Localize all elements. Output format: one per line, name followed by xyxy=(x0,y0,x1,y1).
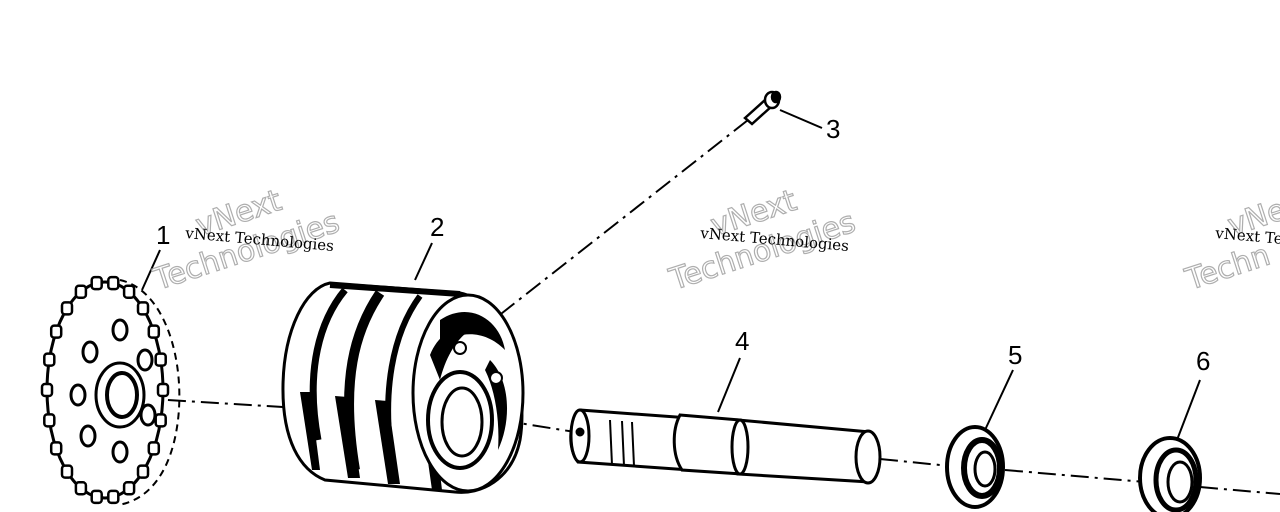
leader-lines xyxy=(141,109,1201,441)
callout-5: 5 xyxy=(1008,340,1022,370)
callout-6: 6 xyxy=(1196,346,1210,376)
callout-1: 1 xyxy=(156,220,170,250)
watermark-3: vNe Techn vNext Tec xyxy=(1180,192,1280,299)
sprocket-tooth xyxy=(74,284,88,300)
sprocket-tooth xyxy=(122,480,136,496)
sprocket-tooth xyxy=(60,464,74,479)
watermark-1: vNext Technologies vNext Technologies xyxy=(148,183,344,299)
sprocket-tooth xyxy=(49,441,63,456)
sprocket-tooth xyxy=(147,441,161,456)
sprocket-tooth xyxy=(136,301,150,316)
sprocket-tooth xyxy=(49,324,63,339)
sprocket-tooth xyxy=(40,382,54,398)
part-4-shaft xyxy=(569,408,882,485)
part-5-bearing xyxy=(945,425,1005,509)
sprocket-tooth xyxy=(107,275,120,291)
sprocket-tooth xyxy=(90,489,103,505)
callout-2: 2 xyxy=(430,212,444,242)
sprocket-tooth xyxy=(43,352,56,367)
sprocket-tooth xyxy=(147,324,161,339)
part-6-seal xyxy=(1138,436,1202,512)
callout-4: 4 xyxy=(735,326,749,356)
callout-3: 3 xyxy=(826,114,840,144)
sprocket-tooth xyxy=(74,480,88,496)
sprocket-tooth xyxy=(60,301,74,316)
sprocket-tooth xyxy=(90,275,103,291)
bolt-axis-line xyxy=(454,119,749,351)
sprocket-tooth xyxy=(154,413,167,428)
sprocket-tooth xyxy=(43,413,56,428)
sprocket-tooth xyxy=(122,284,136,300)
svg-text:Techn: Techn xyxy=(1181,238,1275,298)
sprocket-tooth xyxy=(154,352,167,367)
sprocket-tooth xyxy=(136,464,150,479)
part-2-clutch-drum xyxy=(281,281,525,494)
part-1-sprocket xyxy=(40,275,181,506)
part-3-bolt xyxy=(743,90,782,126)
watermark-2: vNext Technologies vNext Technologies xyxy=(664,183,860,299)
sprocket-tooth xyxy=(156,382,170,398)
sprocket-teeth xyxy=(40,275,170,505)
sprocket-tooth xyxy=(107,489,120,505)
